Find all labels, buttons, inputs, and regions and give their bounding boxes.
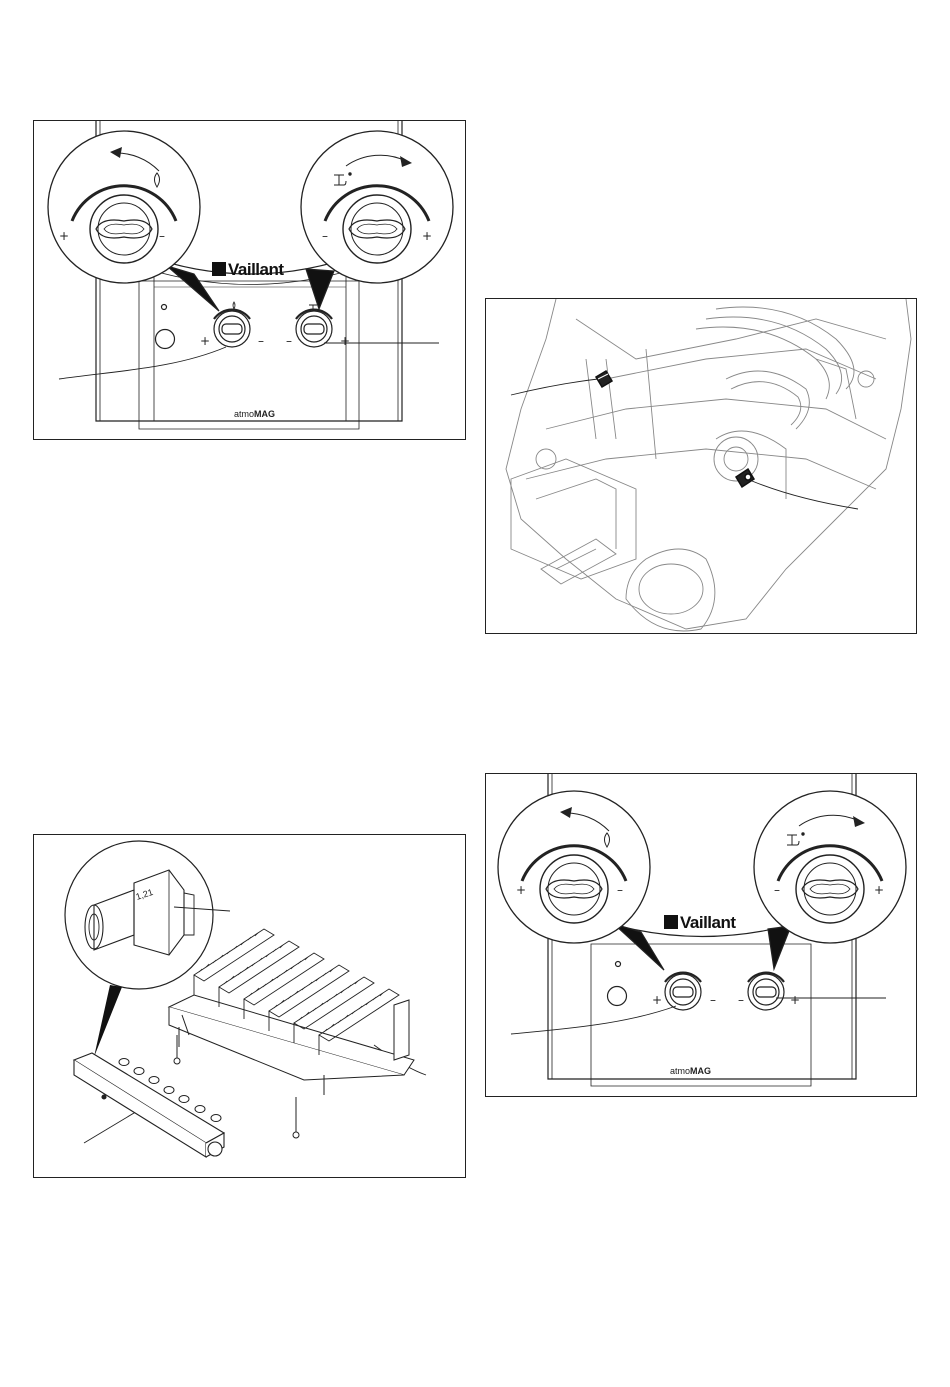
minus-sign-left: – <box>617 883 623 897</box>
brand-name: Vaillant <box>228 260 284 279</box>
model-name: atmoMAG <box>670 1066 711 1076</box>
model-name: atmoMAG <box>234 409 275 419</box>
minus-sign-panel-left: – <box>710 993 716 1007</box>
minus-sign-panel-left: – <box>258 334 264 348</box>
minus-sign-panel-right: – <box>738 993 744 1007</box>
plus-sign-panel-left: + <box>200 334 210 348</box>
burner-assembly <box>169 995 414 1138</box>
vaillant-logo-icon <box>664 915 678 929</box>
nozzle-magnifier: 1,21 <box>65 841 213 989</box>
plus-sign-panel-left: + <box>652 993 662 1007</box>
control-panel-drawing: Vaillant atmoMAG + – – + + – – + <box>34 121 467 441</box>
minus-sign-panel-right: – <box>286 334 292 348</box>
plus-sign-left: + <box>59 229 69 243</box>
vaillant-logo: Vaillant <box>212 260 284 279</box>
magnifier-right <box>301 131 453 283</box>
magnifier-connector <box>94 985 122 1057</box>
plus-sign-panel-right: + <box>340 334 350 348</box>
burner-drawing: 1,21 <box>34 835 467 1179</box>
figure-burner-nozzles: 1,21 <box>33 834 466 1178</box>
figure-control-panel-bottom: Vaillant atmoMAG + – – + + – – + <box>485 773 917 1097</box>
plus-sign-right: + <box>422 229 432 243</box>
internal-assembly-drawing <box>486 299 918 635</box>
magnifier-right-2 <box>754 791 906 943</box>
vaillant-logo-2: Vaillant <box>664 913 736 932</box>
brand-name: Vaillant <box>680 913 736 932</box>
plus-sign-panel-right: + <box>790 993 800 1007</box>
plus-sign-left: + <box>516 883 526 897</box>
magnifier-left <box>48 131 200 283</box>
control-panel-drawing-2: Vaillant atmoMAG + – – + + – – + <box>486 774 918 1098</box>
figure-control-panel-top: Vaillant atmoMAG + – – + + – – + <box>33 120 466 440</box>
plus-sign-right: + <box>874 883 884 897</box>
minus-sign-left: – <box>159 229 165 243</box>
flame-icon-small <box>233 302 235 309</box>
magnifier-left-2 <box>498 791 650 943</box>
minus-sign-right: – <box>774 883 780 897</box>
vaillant-logo-icon <box>212 262 226 276</box>
monitoring-electrode <box>736 469 754 487</box>
minus-sign-right: – <box>322 229 328 243</box>
gas-manifold <box>74 1053 224 1157</box>
figure-internal-assembly <box>485 298 917 634</box>
